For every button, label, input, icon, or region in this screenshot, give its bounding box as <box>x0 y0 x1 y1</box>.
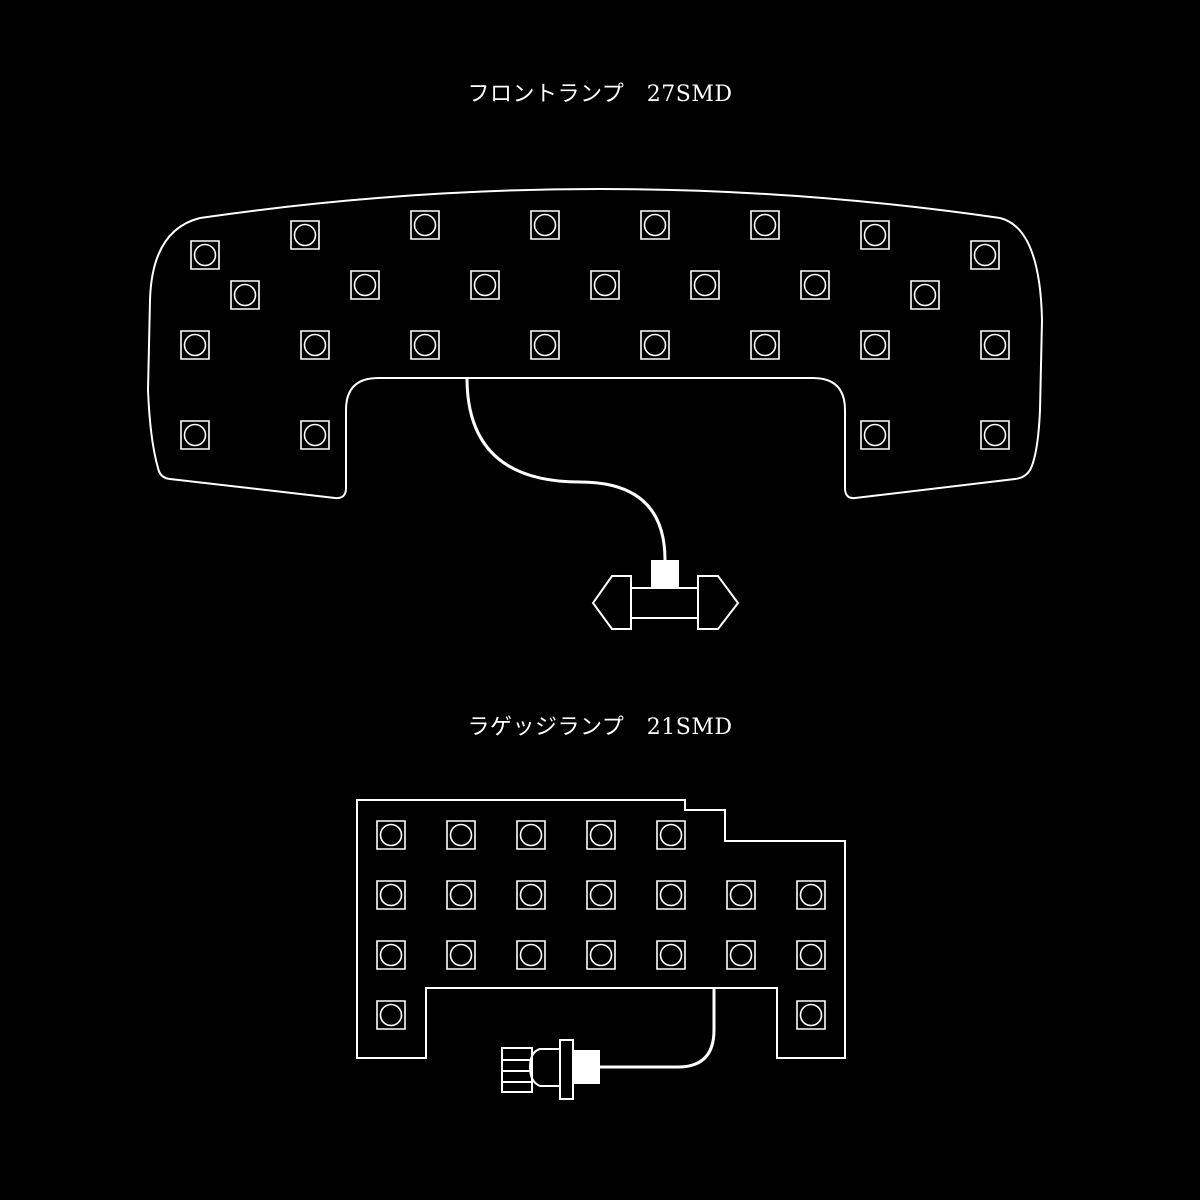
smd-led <box>517 881 545 909</box>
smd-led <box>751 331 779 359</box>
festoon-right-cap <box>698 576 738 629</box>
front-lamp-title: フロントランプ 27SMD <box>467 82 733 107</box>
smd-led <box>587 821 615 849</box>
smd-led <box>447 821 475 849</box>
smd-led <box>727 941 755 969</box>
wedge-bulb <box>530 1049 560 1086</box>
smd-led <box>797 881 825 909</box>
smd-led <box>377 821 405 849</box>
smd-led <box>411 331 439 359</box>
smd-led <box>301 421 329 449</box>
smd-led <box>641 211 669 239</box>
luggage-lamp-board <box>357 800 845 1067</box>
front-wire <box>467 378 665 560</box>
smd-led <box>797 1001 825 1029</box>
wedge-flange <box>560 1040 573 1099</box>
smd-led <box>191 241 219 269</box>
smd-led <box>471 271 499 299</box>
front-lamp-board <box>148 189 1042 560</box>
smd-led <box>911 281 939 309</box>
smd-led <box>691 271 719 299</box>
smd-led <box>517 821 545 849</box>
smd-led <box>531 331 559 359</box>
smd-led <box>587 881 615 909</box>
smd-led <box>657 821 685 849</box>
smd-led <box>351 271 379 299</box>
smd-led <box>377 881 405 909</box>
smd-led <box>861 421 889 449</box>
smd-led <box>641 331 669 359</box>
smd-led <box>291 221 319 249</box>
smd-led <box>517 941 545 969</box>
smd-led <box>447 881 475 909</box>
smd-led <box>797 941 825 969</box>
smd-led <box>861 221 889 249</box>
festoon-connector <box>593 561 738 629</box>
front-board-outline <box>148 189 1042 498</box>
smd-led <box>301 331 329 359</box>
smd-led <box>981 331 1009 359</box>
smd-led <box>377 1001 405 1029</box>
luggage-lamp-title: ラゲッジランプ 21SMD <box>467 715 733 740</box>
smd-led <box>981 421 1009 449</box>
smd-led <box>181 331 209 359</box>
smd-led <box>657 881 685 909</box>
smd-led <box>531 211 559 239</box>
smd-led <box>447 941 475 969</box>
smd-led <box>411 211 439 239</box>
smd-led <box>861 331 889 359</box>
smd-led <box>231 281 259 309</box>
smd-led <box>751 211 779 239</box>
festoon-socket <box>652 561 678 588</box>
smd-led <box>727 881 755 909</box>
smd-led <box>657 941 685 969</box>
smd-led <box>591 271 619 299</box>
smd-led <box>587 941 615 969</box>
luggage-board-outline <box>357 800 845 1058</box>
smd-led <box>377 941 405 969</box>
smd-led <box>181 421 209 449</box>
wedge-connector <box>502 1040 599 1099</box>
wedge-socket <box>573 1051 599 1083</box>
smd-led <box>971 241 999 269</box>
luggage-wire <box>598 988 714 1067</box>
festoon-body <box>631 588 698 618</box>
smd-led <box>801 271 829 299</box>
festoon-left-cap <box>593 576 631 629</box>
